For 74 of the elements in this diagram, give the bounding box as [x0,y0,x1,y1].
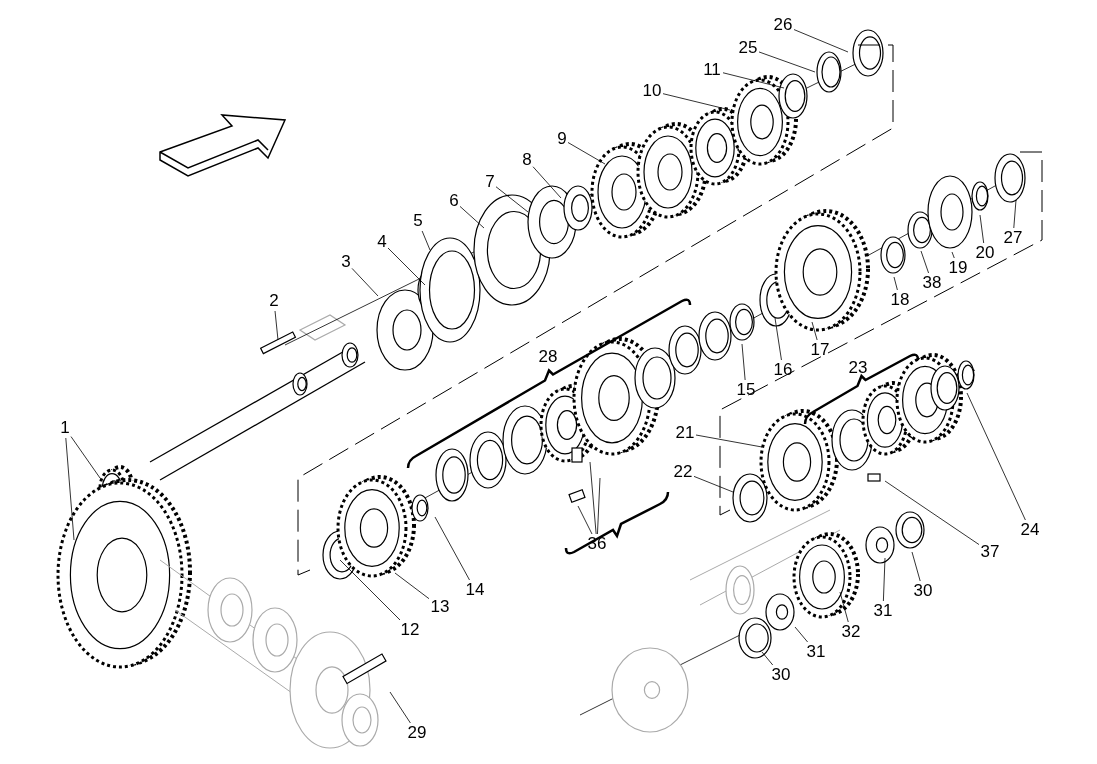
leader-line [389,691,411,724]
callout-number: 6 [449,192,459,210]
callout-number: 31 [873,602,893,620]
callout-number: 28 [538,348,558,366]
leader-line [761,651,774,666]
leader-line [774,317,782,361]
callout-number: 13 [430,598,450,616]
callout-number: 27 [1003,229,1023,247]
callout-number: 7 [485,173,495,191]
leader-line [758,51,816,73]
callout-number: 1 [60,419,70,437]
leader-line [394,572,430,600]
leader-line [722,72,785,89]
leader-line [883,557,886,602]
leader-line [351,268,379,297]
leader-line [839,591,849,623]
callout-number: 16 [773,361,793,379]
callout-number: 8 [522,151,532,169]
callout-number: 3 [341,253,351,271]
callout-number: 18 [890,291,910,309]
leader-line [589,461,597,535]
callout-number: 14 [465,581,485,599]
leader-line [65,437,75,541]
leader-line [597,477,601,535]
leader-line [567,142,606,165]
leader-line [893,276,898,291]
leader-line [966,392,1026,521]
callout-number: 17 [810,341,830,359]
leader-line [884,480,980,545]
callout-number: 38 [922,274,942,292]
callout-number: 29 [407,724,427,742]
leader-line [951,251,955,259]
callout-number: 37 [980,543,1000,561]
callout-number: 21 [675,424,695,442]
leader-line [1013,199,1017,229]
callout-number: 24 [1020,521,1040,539]
leader-line [793,29,849,53]
leader-line [495,186,529,213]
callout-number: 20 [975,244,995,262]
leader-line [811,321,818,341]
leader-line [979,214,985,244]
callout-number: 9 [557,130,567,148]
leader-line [577,505,593,535]
callout-number: 11 [703,61,721,79]
leader-line [693,476,734,493]
callout-number: 15 [736,381,756,399]
callout-number: 31 [806,643,826,661]
leader-line [70,436,101,479]
callout-number: 32 [841,623,861,641]
callout-number: 26 [773,16,793,34]
callout-number: 5 [413,212,423,230]
callout-number: 30 [913,582,933,600]
leader-line [532,166,562,199]
callout-number: 10 [642,82,662,100]
leader-line [794,626,808,643]
leader-line [911,551,921,582]
callout-number: 19 [948,259,968,277]
callout-number: 4 [377,233,387,251]
leader-line [459,206,485,229]
leader-line [920,250,929,274]
leader-line [741,343,746,381]
callout-number: 22 [673,463,693,481]
callout-number: 23 [848,359,868,377]
callout-number: 25 [738,39,758,57]
leader-line [695,434,763,448]
leader-line [421,230,431,251]
leader-line [662,93,731,111]
leader-line [434,516,470,581]
callout-number: 30 [771,666,791,684]
leader-line [274,310,279,341]
leader-line [339,559,401,621]
callout-number: 12 [400,621,420,639]
callout-number: 2 [269,292,279,310]
leader-line [387,247,426,286]
